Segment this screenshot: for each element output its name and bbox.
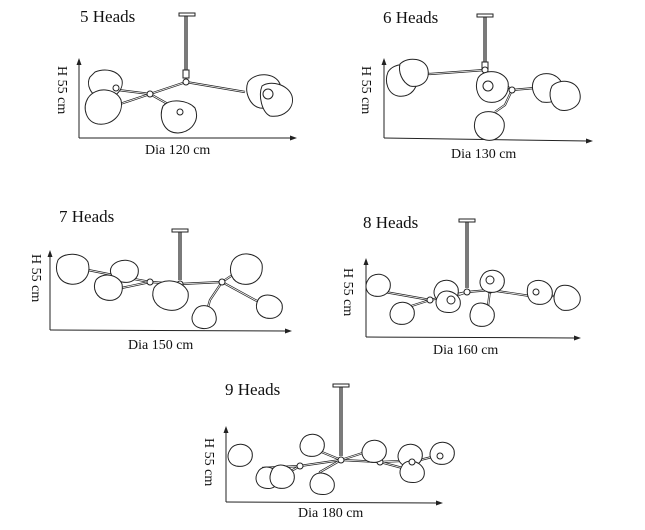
globe-opening [176, 108, 184, 116]
panel-diameter-8-heads: Dia 160 cm [433, 343, 499, 358]
panel-title-7-heads: 7 Heads [59, 207, 115, 226]
arm-joint [146, 90, 154, 98]
glass-globe [84, 89, 122, 125]
height-axis-arrow-icon [76, 58, 82, 65]
panel-title-5-heads: 5 Heads [80, 7, 136, 26]
panel-title-6-heads: 6 Heads [383, 8, 439, 27]
panel-diameter-9-heads: Dia 180 cm [298, 506, 364, 521]
panel-diameter-5-heads: Dia 120 cm [145, 143, 211, 158]
globe-opening [262, 88, 274, 100]
panel-title-8-heads: 8 Heads [363, 213, 419, 232]
arm-joint [182, 78, 190, 86]
panel-diameter-6-heads: Dia 130 cm [451, 147, 517, 162]
globe-opening [112, 84, 120, 92]
diameter-axis-arrow-icon [290, 135, 297, 141]
panel-diameter-7-heads: Dia 150 cm [128, 338, 194, 353]
panel-title-9-heads: 9 Heads [225, 380, 281, 399]
glass-globe [160, 100, 197, 134]
